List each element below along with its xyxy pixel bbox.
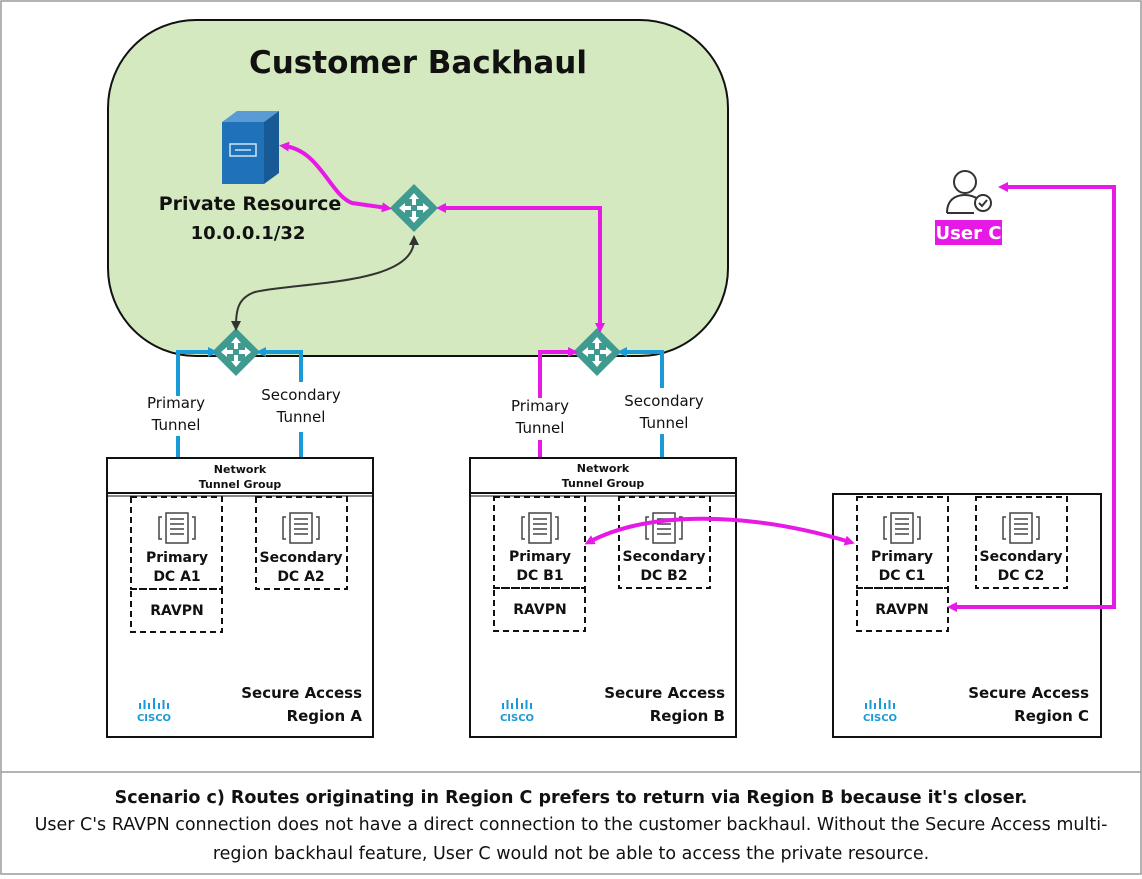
region-c-name-1: Secure Access <box>968 684 1089 702</box>
dc-b2-label-2: DC B2 <box>640 568 687 584</box>
dc-a1-label-1: Primary <box>146 550 208 566</box>
region-b-name-1: Secure Access <box>604 684 725 702</box>
tunnel-a-secondary-label-1: Secondary <box>261 386 341 404</box>
link-user-c-ravpn <box>947 182 1116 612</box>
tunnel-a-primary-top <box>176 347 218 396</box>
dc-a2-label-2: DC A2 <box>277 569 324 585</box>
ntg-b-label-2: Tunnel Group <box>562 477 645 490</box>
tunnel-a-secondary-top <box>256 347 303 382</box>
tunnel-b-secondary-label-2: Tunnel <box>639 414 689 432</box>
user-icon <box>946 170 992 214</box>
region-a-name-2: Region A <box>287 707 363 725</box>
private-resource-label: Private Resource <box>159 193 342 215</box>
dc-c2-label-1: Secondary <box>980 549 1063 565</box>
region-b: Network Tunnel Group Primary DC B1 Secon… <box>469 457 737 738</box>
ntg-a-label-2: Tunnel Group <box>199 478 282 491</box>
ravpn-a-label: RAVPN <box>150 603 203 619</box>
dc-b1-label-1: Primary <box>509 549 571 565</box>
user-c-label: User C <box>936 223 1002 244</box>
tunnel-b-primary-label-1: Primary <box>511 397 569 415</box>
region-c-name-2: Region C <box>1014 707 1089 725</box>
ravpn-b-label: RAVPN <box>513 602 566 618</box>
server-icon <box>222 111 279 184</box>
ntg-a-label-1: Network <box>214 463 267 476</box>
dc-a1-label-2: DC A1 <box>153 569 200 585</box>
region-b-name-2: Region B <box>650 707 725 725</box>
region-a: Network Tunnel Group Primary DC A1 Secon… <box>106 457 374 738</box>
caption-body: User C's RAVPN connection does not have … <box>34 815 1108 864</box>
link-resource-core <box>279 141 392 213</box>
dc-c2-label-2: DC C2 <box>998 568 1045 584</box>
link-core-router-b <box>436 203 605 333</box>
dc-c1-label-1: Primary <box>871 549 933 565</box>
ntg-b-label-1: Network <box>577 462 630 475</box>
link-dc-b1-dc-c1 <box>584 516 855 546</box>
tunnel-a-secondary-label-2: Tunnel <box>276 408 326 426</box>
link-core-router-a <box>231 235 419 331</box>
dc-b2-label-1: Secondary <box>623 549 706 565</box>
tunnel-b-primary-label-2: Tunnel <box>515 419 565 437</box>
tunnel-a-primary-label-2: Tunnel <box>151 416 201 434</box>
region-a-name-1: Secure Access <box>241 684 362 702</box>
cisco-a-text: CISCO <box>137 713 171 724</box>
region-c: Primary DC C1 Secondary DC C2 RAVPN CISC… <box>832 493 1102 738</box>
caption-heading: Scenario c) Routes originating in Region… <box>114 788 1028 808</box>
tunnel-b-primary-top <box>538 347 578 398</box>
cisco-c-text: CISCO <box>863 713 897 724</box>
tunnel-b-secondary-top <box>617 347 664 388</box>
private-resource-ip: 10.0.0.1/32 <box>191 223 306 244</box>
tunnel-a-primary-label-1: Primary <box>147 394 205 412</box>
cisco-b-text: CISCO <box>500 713 534 724</box>
customer-backhaul-title: Customer Backhaul <box>249 45 587 81</box>
caption: Scenario c) Routes originating in Region… <box>2 773 1140 873</box>
dc-b1-label-2: DC B1 <box>516 568 563 584</box>
dc-c1-label-2: DC C1 <box>879 568 926 584</box>
ravpn-c-label: RAVPN <box>875 602 928 618</box>
tunnel-b-secondary-label-1: Secondary <box>624 392 704 410</box>
dc-a2-label-1: Secondary <box>260 550 343 566</box>
